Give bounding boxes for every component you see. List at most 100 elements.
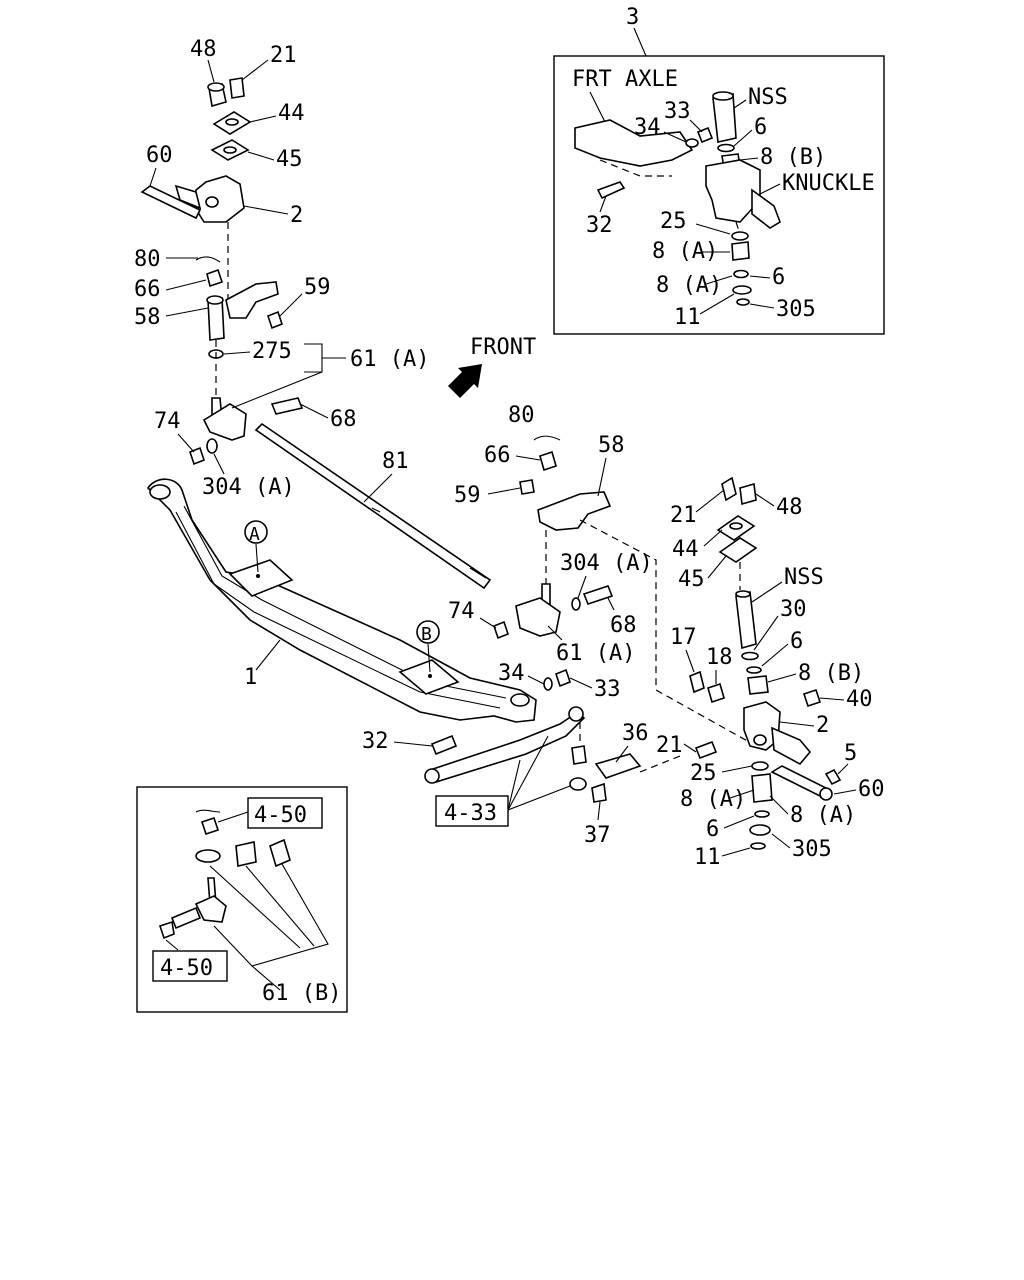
right-knuckle-assembly: 21 48 44 45 NSS 30 6 8 (B) 17 18 40 21 2…	[656, 476, 885, 870]
label-8b-right: 8 (B)	[798, 661, 864, 686]
inset-spindle	[751, 188, 781, 229]
grease-fitting-21-right	[721, 476, 737, 502]
label-34-main: 34	[498, 661, 525, 686]
label-8a-left: 8 (A)	[680, 787, 746, 812]
nut-40	[802, 688, 822, 708]
bolt-60-left	[140, 185, 202, 220]
label-1: 1	[244, 665, 257, 690]
knuckle-2-right	[743, 701, 781, 751]
label-58-center: 58	[598, 433, 625, 458]
inset-label-305: 305	[776, 297, 816, 322]
label-68-center: 68	[610, 613, 637, 638]
label-59-left: 59	[304, 275, 331, 300]
label-21-lower: 21	[656, 733, 683, 758]
bolt-68-left	[270, 397, 304, 415]
ref-box-4-33[interactable]	[435, 795, 509, 827]
inset-stud	[170, 906, 202, 930]
knuckle-2-left	[193, 175, 245, 223]
knuckle-detail-inset: 3 FRT AXLE NSS KNUCKLE 33 34 6 8 (B)	[553, 5, 885, 335]
ref-box-4-50-bottom[interactable]	[152, 950, 228, 982]
label-61a-top: 61 (A)	[350, 347, 429, 372]
ref-4-50-top[interactable]: 4-50	[254, 803, 307, 828]
kingpin-nss-right	[735, 590, 757, 650]
label-18: 18	[706, 645, 733, 670]
label-37: 37	[584, 823, 611, 848]
marker-b	[416, 620, 440, 644]
inset-bolt-32	[596, 181, 626, 200]
bushing-8b-right	[747, 675, 769, 695]
marker-a-label: A	[249, 524, 260, 545]
inset-61b-border	[136, 786, 348, 1013]
label-nss-right: NSS	[784, 565, 824, 590]
label-44-right: 44	[672, 537, 699, 562]
label-48-right: 48	[776, 495, 803, 520]
fitting-21-lower	[694, 740, 718, 760]
label-305: 305	[792, 837, 832, 862]
label-59-center: 59	[454, 483, 481, 508]
label-2-right: 2	[816, 713, 829, 738]
center-steering-arm-group: 80 66 58 59 304 (A) 74 68 61 (A)	[448, 403, 761, 749]
front-direction-indicator: FRONT	[448, 335, 536, 398]
label-44-left: 44	[278, 101, 305, 126]
nut-18	[707, 682, 725, 704]
tie-rod-end-61a-left	[202, 403, 247, 441]
label-80-center: 80	[508, 403, 535, 428]
nut-74-center	[493, 620, 509, 640]
front-axle-beam-1: A B 1	[146, 478, 537, 723]
inset-label-8b: 8 (B)	[760, 145, 826, 170]
tie-rod-end-61a-center	[515, 597, 561, 637]
inset-label-8a-2: 8 (A)	[656, 273, 722, 298]
label-304a-center: 304 (A)	[560, 551, 653, 576]
inset-plate	[269, 838, 291, 868]
inset-nut	[200, 816, 220, 836]
inset-border	[553, 55, 885, 335]
ref-4-33[interactable]: 4-33	[444, 801, 497, 826]
label-61a-center: 61 (A)	[556, 641, 635, 666]
bolt-37	[591, 782, 607, 803]
label-8a-right: 8 (A)	[790, 803, 856, 828]
washer-304a-center	[571, 597, 581, 611]
label-81: 81	[382, 449, 409, 474]
washer-34-main	[543, 677, 553, 691]
label-66-center: 66	[484, 443, 511, 468]
label-36: 36	[622, 721, 649, 746]
frt-axle-label: FRT AXLE	[572, 67, 678, 92]
label-21-right: 21	[670, 503, 697, 528]
label-275: 275	[252, 339, 292, 364]
inset-washer-34	[685, 138, 699, 148]
label-5: 5	[844, 741, 857, 766]
label-80-left: 80	[134, 247, 161, 272]
inset-spring	[235, 841, 257, 867]
spindle-right	[771, 726, 812, 766]
drag-link-group: 34 33 32 36 37 4-33	[362, 661, 681, 848]
tie-rod-end-61b-inset: 4-50 4-50 61 (B)	[136, 786, 348, 1013]
inset-knuckle	[705, 159, 761, 223]
arm-58-center	[537, 491, 612, 531]
label-74-left: 74	[154, 409, 181, 434]
shim-6-right	[746, 666, 762, 674]
label-45-left: 45	[276, 147, 303, 172]
label-6-right: 6	[790, 629, 803, 654]
inset-label-32: 32	[586, 213, 613, 238]
inset-rod-end	[194, 895, 227, 923]
label-60-right: 60	[858, 777, 885, 802]
nut-66-left	[206, 268, 224, 288]
label-61b: 61 (B)	[262, 981, 341, 1006]
inset-kingpin	[712, 93, 737, 143]
label-304a-left: 304 (A)	[202, 475, 295, 500]
label-66-left: 66	[134, 277, 161, 302]
axle-beam	[146, 478, 537, 723]
arm-36	[594, 753, 642, 779]
ref-4-50-bottom[interactable]: 4-50	[160, 956, 213, 981]
bolt-48-right	[739, 482, 757, 506]
nut-59-center	[519, 479, 535, 495]
ref-box-4-50-top[interactable]	[247, 797, 323, 829]
nut-59-left	[267, 310, 283, 330]
label-45-right: 45	[678, 567, 705, 592]
gasket-45-right	[718, 537, 758, 563]
seal-30	[741, 651, 759, 661]
plug-17	[689, 670, 705, 694]
tie-rod-bar	[254, 422, 492, 590]
label-48-left: 48	[190, 37, 217, 62]
